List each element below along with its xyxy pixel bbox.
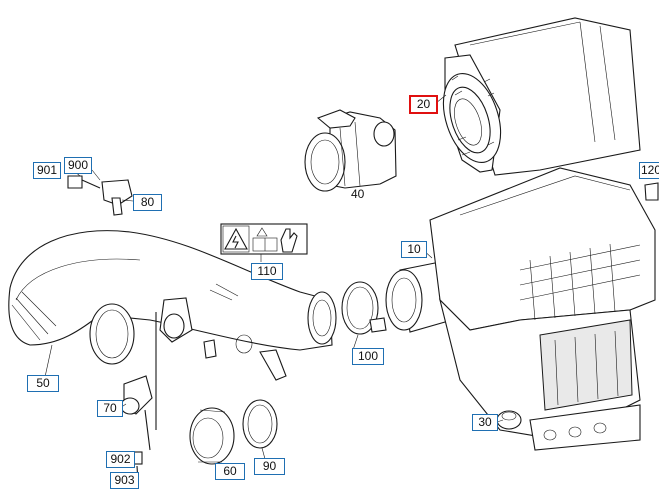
callout-20[interactable]: 20 [409, 95, 438, 114]
intake-hose [8, 230, 337, 381]
callout-900[interactable]: 900 [64, 157, 92, 174]
sensor-80 [67, 175, 133, 216]
callout-110[interactable]: 110 [251, 263, 283, 280]
callout-90[interactable]: 90 [254, 458, 285, 475]
callout-903[interactable]: 903 [110, 472, 139, 489]
callout-120[interactable]: 120 [639, 162, 659, 179]
callout-40[interactable]: 40 [351, 187, 365, 201]
air-filter-element [442, 17, 641, 176]
grommet-30 [496, 410, 522, 430]
warning-decal [220, 223, 308, 255]
callout-50[interactable]: 50 [27, 375, 59, 392]
callout-902[interactable]: 902 [106, 451, 135, 468]
callout-901[interactable]: 901 [33, 162, 61, 179]
callout-30[interactable]: 30 [472, 414, 498, 431]
air-mass-sensor [304, 109, 397, 192]
callout-100[interactable]: 100 [352, 348, 384, 365]
sleeve-60 [189, 407, 235, 465]
air-filter-housing [429, 167, 659, 451]
clamp-100 [341, 281, 387, 335]
callout-10[interactable]: 10 [401, 241, 427, 258]
clamp-90 [242, 399, 278, 449]
callout-60[interactable]: 60 [215, 463, 245, 480]
callout-70[interactable]: 70 [97, 400, 123, 417]
callout-80[interactable]: 80 [133, 194, 162, 211]
